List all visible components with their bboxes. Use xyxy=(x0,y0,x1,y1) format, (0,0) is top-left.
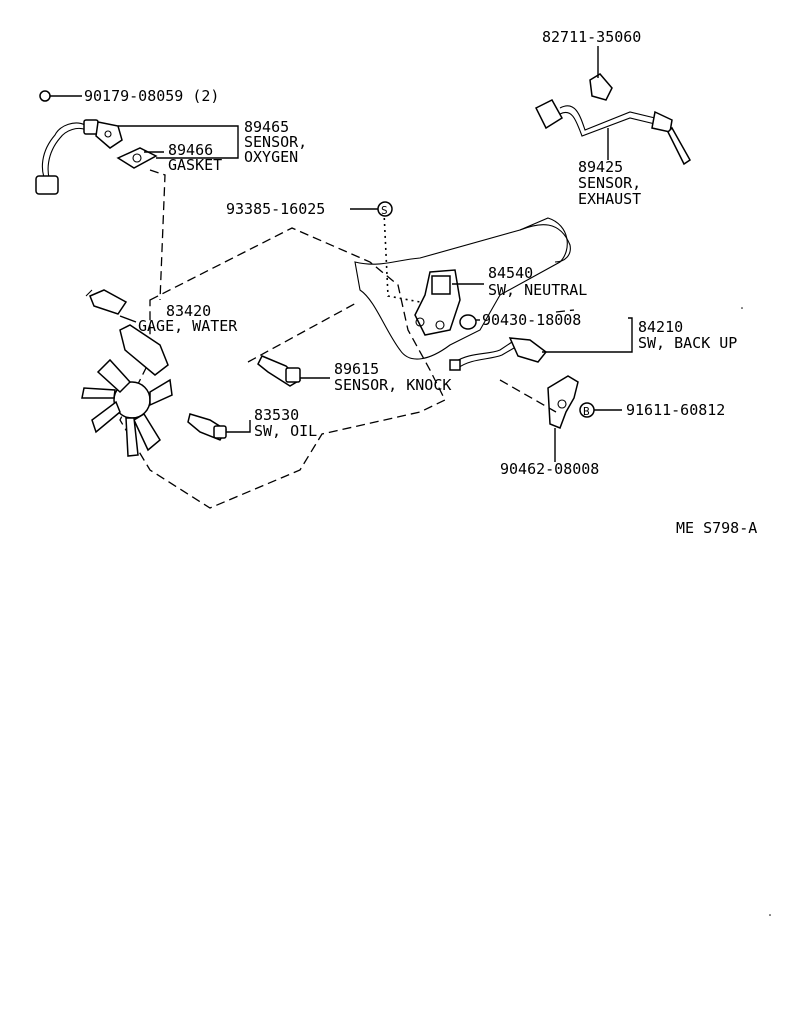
label-84210: 84210 xyxy=(638,318,683,336)
exhaust-sensor-drawing xyxy=(534,73,691,166)
label-91611: 91611-60812 xyxy=(626,401,725,419)
bracket-leader-dash-2 xyxy=(555,309,575,313)
symbol-s: S xyxy=(381,204,388,217)
leader-89465 xyxy=(118,125,239,159)
gasket-90430-icon xyxy=(459,314,477,330)
symbol-b-circle xyxy=(579,402,595,418)
bracket-leader-dash xyxy=(499,379,557,413)
leader-83420 xyxy=(119,315,137,323)
oxygen-sensor-drawing xyxy=(35,119,123,195)
label-89425: 89425 xyxy=(578,158,623,176)
neutral-switch-drawing xyxy=(414,269,461,336)
bracket-drawing xyxy=(547,375,579,429)
transmission-tail xyxy=(519,224,571,263)
label-89615: 89615 xyxy=(334,360,379,378)
label-83420-desc: GAGE, WATER xyxy=(138,317,238,335)
stray-dot-2 xyxy=(769,914,771,916)
label-89466: 89466 xyxy=(168,141,213,159)
label-93385: 93385-16025 xyxy=(226,200,325,218)
label-83530-desc: SW, OIL xyxy=(254,422,317,440)
symbol-s-circle xyxy=(377,201,393,217)
backup-switch-drawing xyxy=(449,337,548,371)
leader-83530 xyxy=(226,420,251,433)
label-83530: 83530 xyxy=(254,406,299,424)
label-84210-desc: SW, BACK UP xyxy=(638,334,737,352)
label-90430: 90430-18008 xyxy=(482,311,581,329)
bolt-90179-icon xyxy=(39,90,82,102)
oxygen-leader-dash xyxy=(149,169,166,301)
neutral-leader-dots xyxy=(383,211,421,303)
leader-84210 xyxy=(542,317,633,353)
label-89615-desc: SENSOR, KNOCK xyxy=(334,376,451,394)
diagram-code: ME S798-A xyxy=(676,519,757,537)
symbol-b: B xyxy=(583,405,590,418)
label-89425-desc2: EXHAUST xyxy=(578,190,641,208)
gasket-89466-drawing xyxy=(116,147,158,169)
engine-outline xyxy=(119,227,446,509)
water-gage-drawing xyxy=(85,289,128,315)
label-83420: 83420 xyxy=(166,302,211,320)
label-89466-desc: GASKET xyxy=(168,156,222,174)
knock-sensor-drawing xyxy=(257,355,302,387)
label-89425-desc1: SENSOR, xyxy=(578,174,641,192)
cooling-fan xyxy=(81,324,173,457)
stray-dot xyxy=(741,307,743,309)
label-89465-desc2: OXYGEN xyxy=(244,148,298,166)
label-89465: 89465 xyxy=(244,118,289,136)
label-82711: 82711-35060 xyxy=(542,28,641,46)
transmission-outline xyxy=(354,217,568,360)
label-84540-desc: SW, NEUTRAL xyxy=(488,281,587,299)
label-90462: 90462-08008 xyxy=(500,460,599,478)
oil-switch-drawing xyxy=(187,413,228,441)
label-84540: 84540 xyxy=(488,264,533,282)
engine-inner-line xyxy=(247,301,359,363)
label-89465-desc1: SENSOR, xyxy=(244,133,307,151)
label-90179: 90179-08059 (2) xyxy=(84,87,219,105)
